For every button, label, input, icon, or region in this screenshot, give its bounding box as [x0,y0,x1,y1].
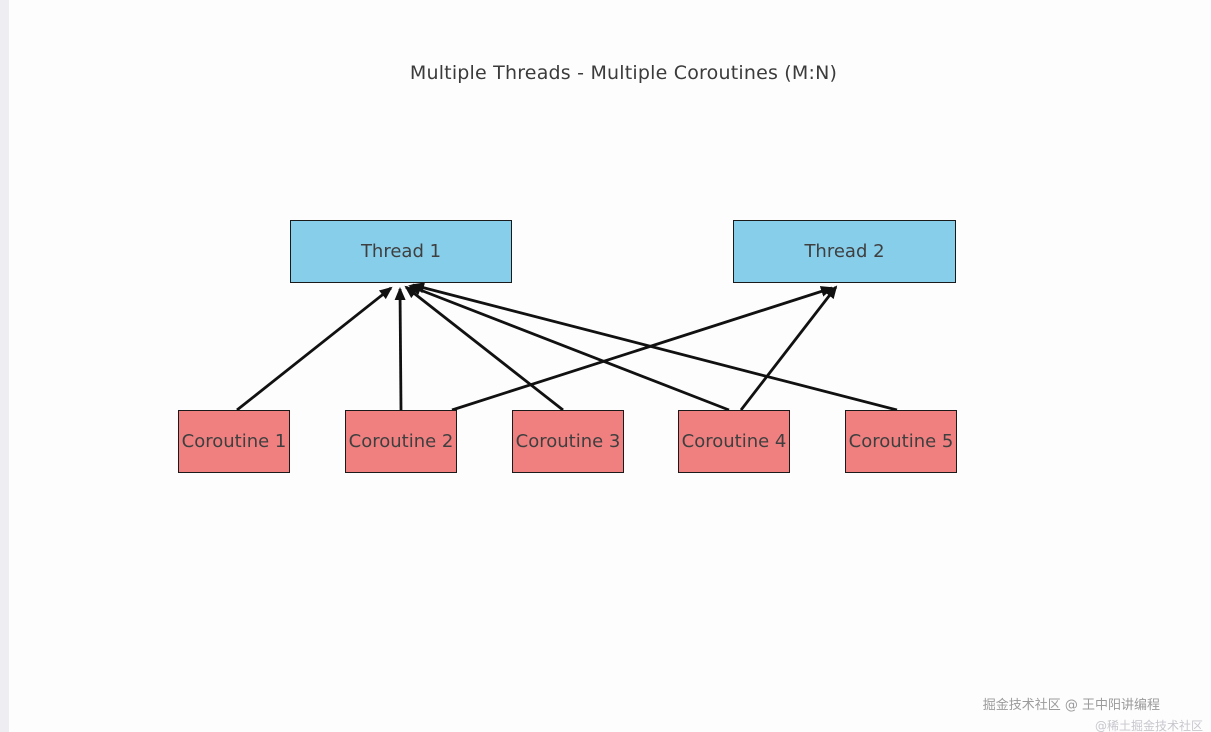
coroutine-2-label: Coroutine 2 [348,431,454,452]
coroutine-2-box: Coroutine 2 [345,410,457,473]
thread-2-label: Thread 2 [804,241,885,262]
diagram-title: Multiple Threads - Multiple Coroutines (… [409,62,838,84]
arrow-coroutine-2-to-thread-2 [451,286,834,412]
watermark-community-partial: @稀土掘金技术社区 [1094,719,1203,732]
coroutine-1-label: Coroutine 1 [181,431,287,452]
coroutine-5-box: Coroutine 5 [845,410,957,473]
coroutine-5-label: Coroutine 5 [848,431,954,452]
arrow-coroutine-4-to-thread-1 [408,284,730,412]
watermark-community: 掘金技术社区 @ 王中阳讲编程 [982,698,1160,713]
thread-1-box: Thread 1 [290,220,512,283]
arrow-coroutine-2-to-thread-1 [394,287,406,411]
arrow-coroutine-3-to-thread-1 [404,285,564,412]
thread-1-label: Thread 1 [360,241,442,262]
thread-2-box: Thread 2 [733,220,956,283]
coroutine-4-label: Coroutine 4 [681,431,787,452]
coroutine-4-box: Coroutine 4 [678,410,790,473]
left-edge-strip [0,0,9,732]
arrow-coroutine-1-to-thread-1 [236,286,393,412]
coroutine-1-box: Coroutine 1 [178,410,290,473]
coroutine-3-box: Coroutine 3 [512,410,624,473]
arrow-coroutine-5-to-thread-1 [411,282,898,412]
coroutine-3-label: Coroutine 3 [515,431,621,452]
arrow-coroutine-4-to-thread-2 [739,285,838,411]
